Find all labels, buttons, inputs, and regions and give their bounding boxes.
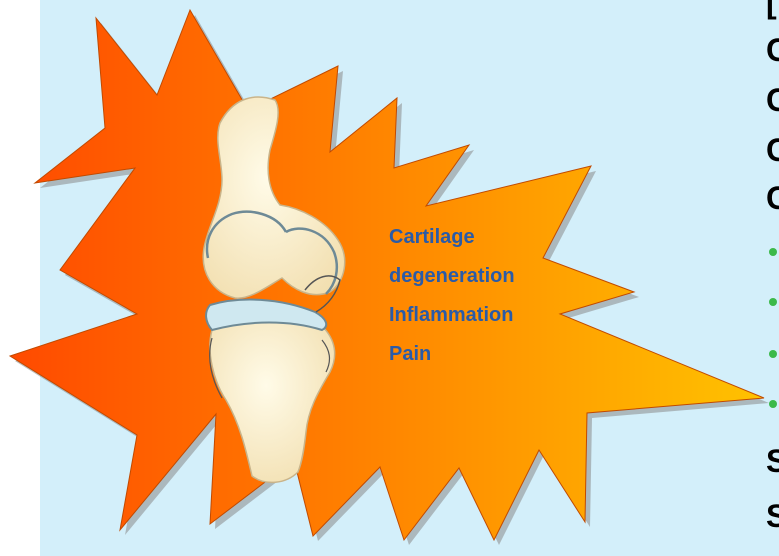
label-inflammation: Inflammation [389,296,515,335]
label-degeneration: degeneration [389,257,515,296]
label-cartilage: Cartilage [389,218,515,257]
clipped-text-column: [ C C C C S S [766,0,779,556]
bullet-dot [769,298,777,306]
bullet-dot [769,248,777,256]
knee-condition-labels: Cartilage degeneration Inflammation Pain [389,218,515,374]
label-pain: Pain [389,335,515,374]
bullet-dot [769,350,777,358]
bullet-dot [769,400,777,408]
